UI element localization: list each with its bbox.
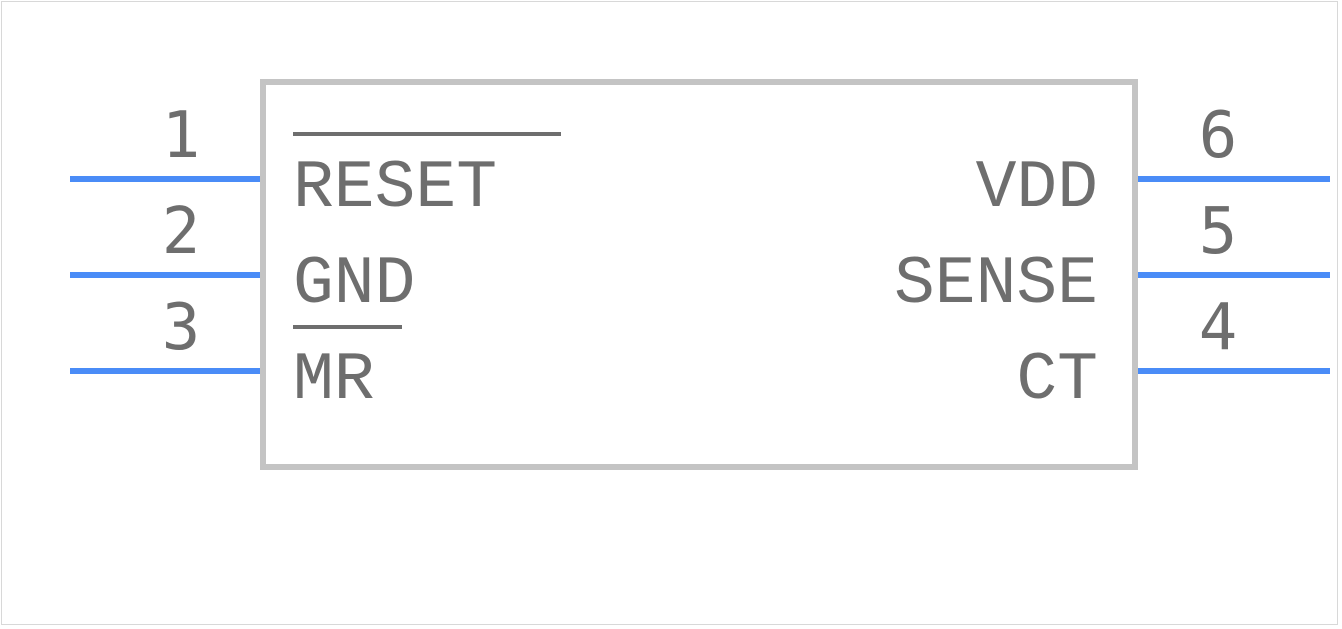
- pin-label-mr: MR: [293, 342, 375, 419]
- pin-number-4: 4: [1199, 291, 1238, 365]
- pin-number-6: 6: [1199, 99, 1238, 173]
- pin-label-gnd: GND: [293, 246, 415, 323]
- pin-label-ct: CT: [1016, 342, 1098, 419]
- pin-number-2: 2: [162, 195, 201, 269]
- component-body[interactable]: [260, 79, 1138, 470]
- pin-number-1: 1: [162, 99, 201, 173]
- pin-label-vdd: VDD: [976, 150, 1098, 227]
- pin-number-5: 5: [1199, 195, 1238, 269]
- pin-number-3: 3: [162, 291, 201, 365]
- pin-label-sense: SENSE: [894, 246, 1098, 323]
- pin-label-reset: RESET: [293, 150, 497, 227]
